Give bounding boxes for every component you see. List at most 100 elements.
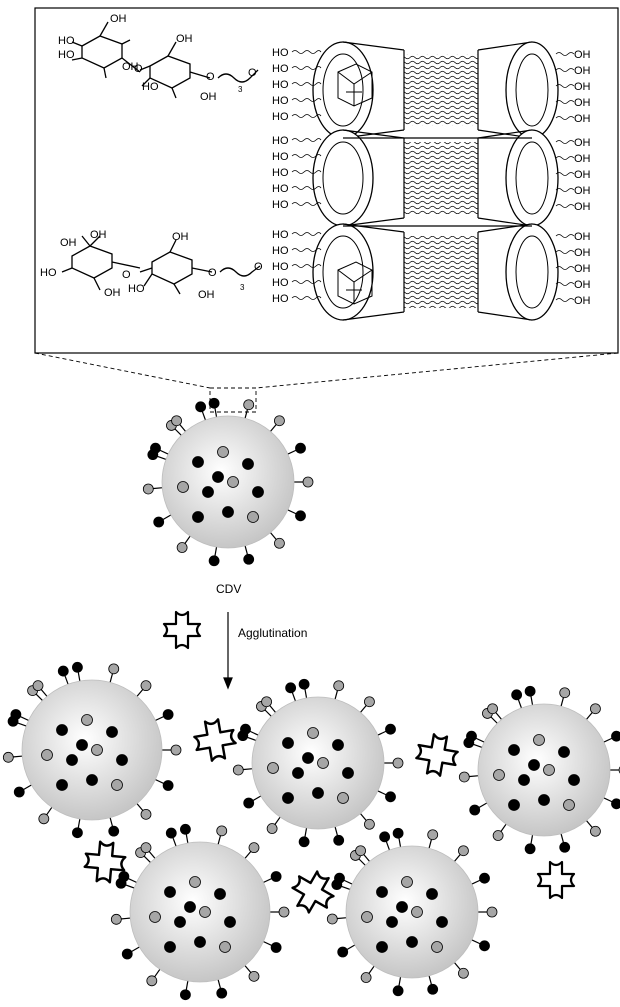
galactose-ligand-icon [333,680,345,692]
glucose-ligand-icon [164,941,176,953]
glucose-ligand-icon [270,942,282,953]
galactose-ligand-icon [458,967,469,979]
glucose-ligand-icon [184,901,196,913]
glucose-ligand-icon [312,787,324,799]
zoom-guides [34,352,619,413]
vesicle-sphere-icon [458,685,620,855]
galactose-ligand-icon [427,829,439,841]
oh-label: OH [574,113,591,125]
glucose-ligand-icon [611,798,620,810]
ho-label: HO [58,35,75,47]
galactose-ligand-icon [326,913,338,925]
ho-label: HO [272,47,289,59]
galactose-ligand-icon [401,876,413,888]
ho-label: HO [58,49,75,61]
glucose-ligand-icon [528,759,540,771]
glucose-ligand-icon [386,916,398,928]
galactose-ligand-icon [266,823,278,834]
galactose-ligand-icon [142,483,154,495]
oh-label: OH [60,237,77,249]
ho-label: HO [272,199,289,211]
alkyl-chains [404,142,478,214]
oh-label: OH [90,229,107,241]
lectin-cross-icon [291,870,335,914]
galactose-ligand-icon [177,481,189,493]
glucose-ligand-icon [538,794,550,806]
galactose-ligand-icon [41,749,53,761]
o-label: O [206,71,215,83]
galactose-ligand-icon [216,825,228,837]
glucose-ligand-icon [195,401,207,413]
glucose-ligand-icon [292,767,304,779]
galactose-ligand-icon [307,727,319,739]
glucose-ligand-icon [224,916,236,928]
repeat-subscript: 3 [240,283,245,292]
galactose-ligand-icon [302,476,314,488]
agglutination-arrow [223,612,233,690]
galactose-ligand-icon [267,762,279,774]
glucose-ligand-icon [150,442,161,454]
sugar-top [71,21,259,99]
galactose-ligand-icon [149,911,161,923]
process-label: Agglutination [238,626,307,640]
ho-label: HO [128,283,145,295]
glucose-ligand-icon [194,936,206,948]
ho-label: HO [142,81,159,93]
galactose-ligand-icon [563,799,575,811]
oh-label: OH [198,289,215,301]
glucose-ligand-icon [192,511,204,523]
galactose-ligand-icon [111,779,123,791]
glucose-ligand-icon [72,827,83,839]
oh-label: OH [574,185,591,197]
galactose-ligand-icon [38,813,50,825]
cyclodextrin-cone-icon [312,129,405,227]
ho-label: HO [272,245,289,257]
glucose-ligand-icon [57,665,69,677]
ho-label: HO [272,95,289,107]
oh-label: OH [200,91,217,103]
glucose-ligand-icon [243,797,255,809]
ho-label: HO [272,167,289,179]
adamantane-icon [337,63,373,107]
ho-label: HO [272,151,289,163]
ho-label: HO [272,111,289,123]
glucose-ligand-icon [376,941,388,953]
oh-label: OH [574,247,591,259]
galactose-ligand-icon [559,687,571,699]
oh-label: OH [122,61,139,73]
glucose-ligand-icon [208,397,220,409]
sugar-bottom-labels: OH OH HO OH O OH HO OH O O 3 [40,229,263,301]
galactose-ligand-icon [543,764,555,776]
oh-label: OH [574,169,591,181]
oh-label: OH [574,201,591,213]
galactose-ligand-icon [492,830,504,841]
galactose-ligand-icon [199,906,211,918]
galactose-ligand-icon [274,415,285,427]
oh-label: OH [574,295,591,307]
glucose-ligand-icon [86,774,98,786]
glucose-ligand-icon [180,989,191,1001]
glucose-ligand-icon [406,936,418,948]
galactose-ligand-icon [243,399,255,411]
glucose-ligand-icon [558,746,570,758]
lectin-cross-icon [162,610,202,650]
glucose-ligand-icon [466,730,477,742]
galactose-ligand-icon [458,771,470,783]
vesicle-name-label: CDV [216,582,241,596]
glucose-ligand-icon [379,831,391,843]
glucose-ligand-icon [66,754,78,766]
vesicle-sphere-icon [326,827,498,997]
glucose-ligand-icon [243,553,255,565]
galactose-ligand-icon [217,446,229,458]
glucose-ligand-icon [342,767,354,779]
glucose-ligand-icon [479,872,490,884]
galactose-ligand-icon [337,792,349,804]
oh-label: OH [574,279,591,291]
glucose-ligand-icon [212,471,224,483]
galactose-ligand-icon [232,764,244,776]
lectin-cross-icon [83,840,127,884]
ho-label: HO [272,183,289,195]
galactose-ligand-icon [487,703,498,715]
glucose-ligand-icon [116,754,128,766]
ho-label: HO [272,79,289,91]
